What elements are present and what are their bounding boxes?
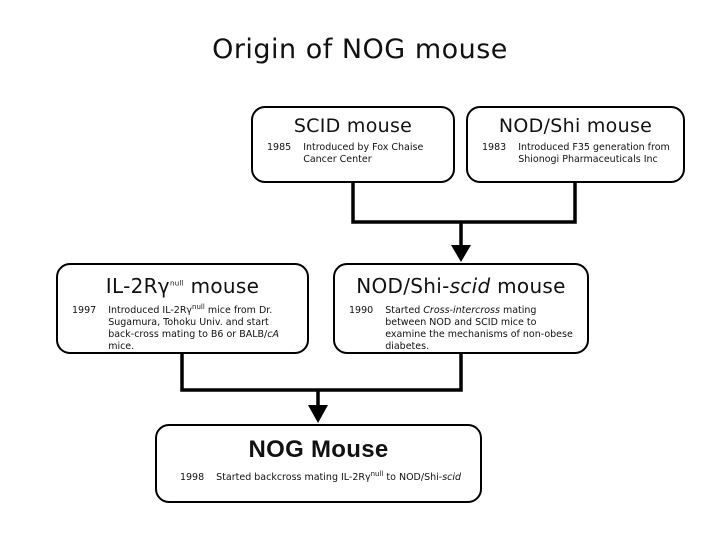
node-description: Started backcross mating IL-2Rγnull to N… — [216, 469, 462, 483]
node-year: 1998 — [179, 472, 205, 483]
node-title: NOD/Shi-scid mouse — [356, 274, 566, 298]
node-year: 1983 — [482, 142, 507, 153]
node-title: NOG Mouse — [248, 436, 389, 463]
node-title: SCID mouse — [293, 115, 413, 137]
node-description: Started Cross-intercross mating between … — [385, 305, 573, 352]
node-year: 1990 — [349, 305, 374, 316]
node-title: NOD/Shi mouse — [498, 115, 653, 137]
node-nog-mouse: NOG Mouse 1998 Started backcross mating … — [155, 424, 482, 503]
node-description: Introduced F35 generation from Shionogi … — [518, 142, 670, 165]
connector-top-bracket — [351, 183, 577, 224]
node-scid-mouse: SCID mouse 1985 Introduced by Fox Chaise… — [251, 106, 455, 183]
node-nodshi-mouse: NOD/Shi mouse 1983 Introduced F35 genera… — [466, 106, 685, 183]
node-nodshi-scid-mouse: NOD/Shi-scid mouse 1990 Started Cross-in… — [333, 263, 589, 354]
node-year: 1997 — [72, 305, 97, 316]
arrowhead-down-icon — [451, 245, 471, 262]
page-title: Origin of NOG mouse — [212, 34, 508, 65]
node-year: 1985 — [267, 142, 292, 153]
connector-bottom-bracket — [180, 354, 463, 392]
arrowhead-down-icon — [308, 405, 328, 423]
node-title: IL-2Rγnull mouse — [105, 274, 260, 298]
node-description: Introduced IL-2Rγnull mice from Dr. Suga… — [108, 302, 279, 352]
node-description: Introduced by Fox Chaise Cancer Center — [303, 142, 424, 165]
node-il2rgnull-mouse: IL-2Rγnull mouse 1997 Introduced IL-2Rγn… — [56, 263, 309, 354]
